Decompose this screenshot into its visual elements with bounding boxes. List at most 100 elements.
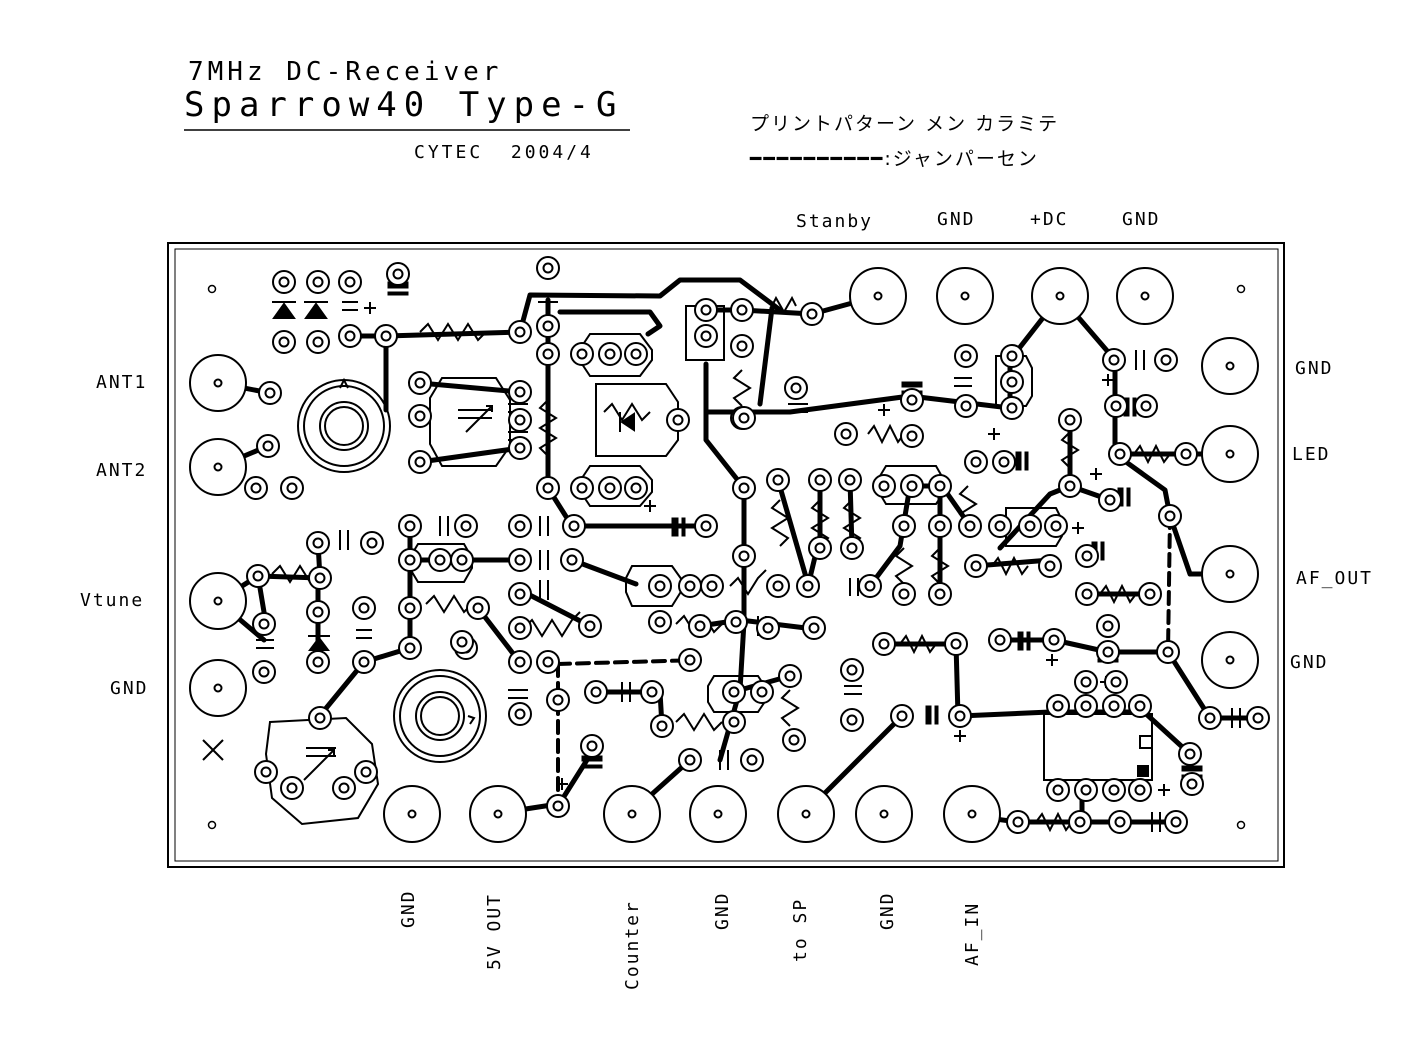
component-pad-hole xyxy=(1064,414,1076,426)
component-pad-hole xyxy=(1114,816,1126,828)
component-pad-hole xyxy=(684,580,696,592)
component-pad-hole xyxy=(344,330,356,342)
component-pad-hole xyxy=(1204,712,1216,724)
component-pad-hole xyxy=(414,456,426,468)
component-pad-hole xyxy=(404,642,416,654)
component-pad-hole xyxy=(728,686,740,698)
component-pad-hole xyxy=(414,410,426,422)
terminal-pad-hole xyxy=(213,378,223,388)
component-pad-hole xyxy=(864,580,876,592)
label-ant1: ANT1 xyxy=(96,372,147,393)
label-bottom-gnd-2: GND xyxy=(712,891,733,930)
component-pad-hole xyxy=(630,482,642,494)
component-pad-hole xyxy=(568,520,580,532)
component-pad-hole xyxy=(950,638,962,650)
component-pad-hole xyxy=(404,520,416,532)
component-pad-hole xyxy=(392,268,404,280)
component-pad-hole xyxy=(814,542,826,554)
component-pad-hole xyxy=(1252,712,1264,724)
label-bottom-gnd-1: GND xyxy=(398,889,419,928)
component-pad-hole xyxy=(312,606,324,618)
label-5v-out: 5V OUT xyxy=(484,893,505,970)
component-pad-hole xyxy=(584,620,596,632)
component-pad-hole xyxy=(542,348,554,360)
component-pad-hole xyxy=(312,276,324,288)
terminal-pad-hole xyxy=(960,291,970,301)
component-pad-hole xyxy=(654,580,666,592)
terminal-pad-hole xyxy=(627,809,637,819)
component-pad-hole xyxy=(380,330,392,342)
component-pad-hole xyxy=(772,580,784,592)
component-pad-hole xyxy=(1006,350,1018,362)
component-pad-hole xyxy=(1080,784,1092,796)
note-line2: ━━━━━━━━━━:ジャンパーセン xyxy=(749,148,1039,170)
component-pad-hole xyxy=(898,520,910,532)
component-pad-hole xyxy=(360,766,372,778)
component-pad-hole xyxy=(960,350,972,362)
component-pad-hole xyxy=(260,766,272,778)
terminal-pad-hole xyxy=(1055,291,1065,301)
component-pad-hole xyxy=(1186,778,1198,790)
component-pad-hole xyxy=(366,537,378,549)
component-pad-hole xyxy=(590,686,602,698)
component-pad-hole xyxy=(934,480,946,492)
component-pad-hole xyxy=(788,734,800,746)
component-pad-hole xyxy=(1064,480,1076,492)
label-ant2: ANT2 xyxy=(96,460,147,481)
component-pad-hole xyxy=(514,414,526,426)
component-pad-hole xyxy=(1052,700,1064,712)
component-pad-hole xyxy=(1160,354,1172,366)
label-bottom-gnd-3: GND xyxy=(877,891,898,930)
component-pad-hole xyxy=(278,276,290,288)
component-pad-hole xyxy=(314,712,326,724)
component-pad-hole xyxy=(542,482,554,494)
terminal-pad-hole xyxy=(213,596,223,606)
component-pad-hole xyxy=(258,618,270,630)
component-pad-hole xyxy=(576,348,588,360)
label-right-gnd-2: GND xyxy=(1290,652,1329,673)
component-pad-hole xyxy=(756,686,768,698)
terminal-pad-hole xyxy=(493,809,503,819)
component-pad-hole xyxy=(1180,448,1192,460)
label-left-gnd: GND xyxy=(110,678,149,699)
component-pad-hole xyxy=(434,554,446,566)
component-pad-hole xyxy=(514,554,526,566)
label-to-sp: to SP xyxy=(790,898,811,962)
component-pad-hole xyxy=(896,710,908,722)
component-pad-hole xyxy=(1162,646,1174,658)
component-pad-hole xyxy=(252,570,264,582)
component-pad-hole xyxy=(970,560,982,572)
component-pad-hole xyxy=(1144,588,1156,600)
terminal-pad-hole xyxy=(801,809,811,819)
component-pad-hole xyxy=(358,602,370,614)
title-line1: 7MHz DC-Receiver xyxy=(188,57,502,87)
component-pad-hole xyxy=(738,550,750,562)
component-pad-hole xyxy=(738,482,750,494)
component-pad-hole xyxy=(312,537,324,549)
component-pad-hole xyxy=(604,348,616,360)
component-pad-hole xyxy=(514,656,526,668)
component-pad-hole xyxy=(552,800,564,812)
component-pad-hole xyxy=(514,442,526,454)
terminal-pad-hole xyxy=(213,683,223,693)
label-led: LED xyxy=(1292,444,1331,465)
component-pad-hole xyxy=(1110,400,1122,412)
component-pad-hole xyxy=(772,474,784,486)
component-pad-hole xyxy=(646,686,658,698)
note-line1: プリントパターン メン カラミテ xyxy=(750,113,1059,135)
component-pad-hole xyxy=(790,382,802,394)
component-pad-hole xyxy=(934,588,946,600)
component-pad-hole xyxy=(514,326,526,338)
component-pad-hole xyxy=(844,474,856,486)
label-plus-dc: +DC xyxy=(1030,209,1069,230)
component-pad-hole xyxy=(1074,816,1086,828)
component-pad-hole xyxy=(314,572,326,584)
component-pad-hole xyxy=(338,782,350,794)
component-pad-hole xyxy=(706,580,718,592)
component-pad-hole xyxy=(514,708,526,720)
component-pad-hole xyxy=(814,474,826,486)
component-pad-hole xyxy=(934,520,946,532)
component-pad-hole xyxy=(906,430,918,442)
